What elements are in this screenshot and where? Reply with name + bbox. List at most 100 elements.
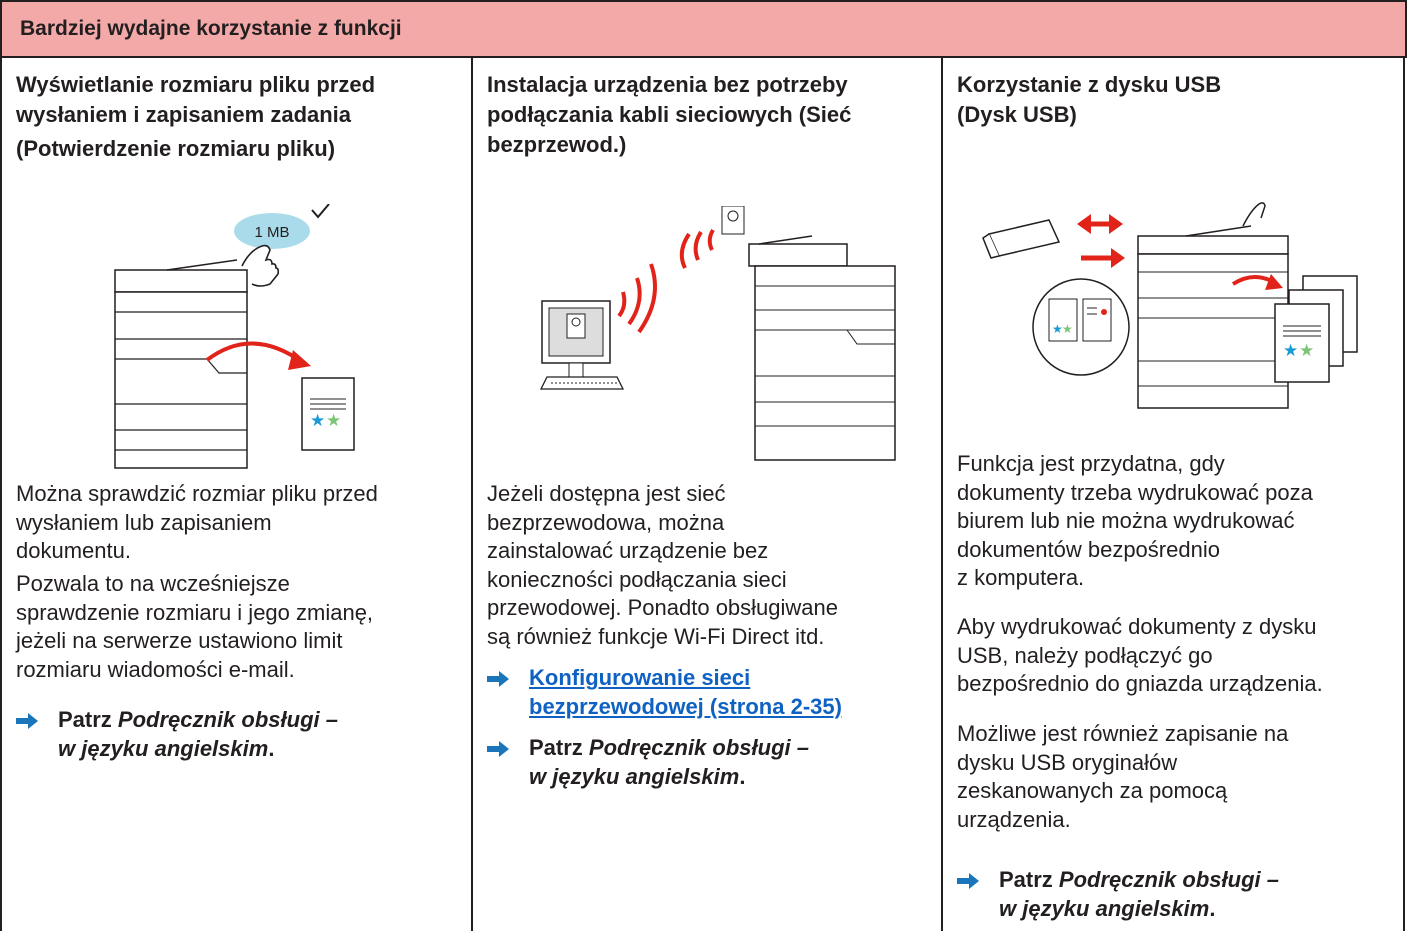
column-title: Instalacja urządzenia bez potrzeby podłą… [487,70,851,160]
star-icon: ★ [310,411,325,431]
title-line: (Dysk USB) [957,102,1077,127]
column-usb: Korzystanie z dysku USB (Dysk USB) ★ ★ [943,58,1405,931]
text-line: bezprzewodowa, można [487,509,725,535]
dot [1101,309,1107,315]
ref-manual-title: w języku angielskim [999,895,1210,921]
hand-icon [1242,202,1266,227]
arrow-right-icon [487,741,509,757]
text-line: USB, należy podłączyć go [957,642,1213,668]
hand-icon [241,244,280,287]
text-line: Pozwala to na wcześniejsze [16,571,290,596]
printer-feeder [114,269,248,293]
wifi-wave [679,232,691,269]
ref-prefix: Patrz [529,735,589,760]
column-title: Korzystanie z dysku USB (Dysk USB) [957,70,1221,130]
text-line: Możliwe jest również zapisanie na [957,721,1289,746]
printer-body [114,291,248,469]
column-divider [471,58,473,931]
text-line: dokumentów bezpośrednio [957,536,1220,562]
ref-prefix: Patrz [999,867,1059,892]
printer-line [206,358,247,374]
arrow-head [1265,274,1283,290]
text-line: przewodowej. Ponadto obsługiwane [487,595,839,620]
text-line: urządzenia. [957,806,1071,832]
wifi-wave [617,291,627,318]
printer-body [754,265,896,461]
text-line: konieczności podłączania sieci [487,566,787,592]
check-icon [311,204,330,219]
usb-illustration: ★ ★ ★ ★ [982,202,1358,409]
printer-line [846,329,895,345]
wifi-wave [637,263,657,334]
arrow-head [1109,214,1123,234]
text-line: rozmiaru wiadomości e-mail. [16,656,295,682]
title-line: podłączania kabli sieciowych (Sieć [487,102,852,127]
ref-manual-title: Podręcznik obsługi – [588,735,809,760]
text-line: są również funkcje Wi-Fi Direct itd. [487,623,825,649]
ref-manual-title: Podręcznik obsługi – [117,707,338,732]
keyboard-icon [539,376,625,390]
title-line: Wyświetlanie rozmiaru pliku przed [16,72,376,97]
text-line: dokumenty trzeba wydrukować poza [957,479,1313,505]
column-file-size: Wyświetlanie rozmiaru pliku przed wysłan… [2,58,471,931]
feeder-tray [758,235,813,245]
document-icon [301,377,355,451]
arrow-head [1077,214,1091,234]
star-icon: ★ [326,411,341,431]
wireless-illustration [539,206,896,461]
wireless-config-link[interactable]: Konfigurowanie sieci [529,665,751,690]
star-icon: ★ [1283,341,1298,361]
monitor-stand [568,362,584,378]
section-title: Bardziej wydajne korzystanie z funkcji [20,17,402,40]
feeder-tray [166,259,238,271]
ref-manual-title: w języku angielskim [529,763,740,789]
text-line: zainstalować urządzenie bez [487,538,769,563]
wifi-wave [707,228,715,251]
paragraph: Pozwala to na wcześniejsze sprawdzenie r… [16,570,373,684]
paragraph: Możliwe jest również zapisanie na dysku … [957,720,1288,834]
text-line: Funkcja jest przydatna, gdy [957,451,1225,476]
pie-icon [727,210,739,222]
text-line: dysku USB oryginałów [957,749,1178,775]
reference-text: Patrz Podręcznik obsługi – w języku angi… [58,706,338,763]
text-line: wysłaniem lub zapisaniem [16,509,272,535]
pie-icon [571,317,581,327]
reference-text: Konfigurowanie sieci bezprzewodowej (str… [529,664,842,721]
output-arrow [205,341,304,364]
column-divider [941,58,943,931]
text-line: biurem lub nie można wydrukować [957,508,1295,533]
column-subtitle: (Potwierdzenie rozmiaru pliku) [16,136,336,161]
documents-circle [1032,278,1130,376]
feeder-tray [1185,225,1252,237]
printer-feeder [748,243,848,267]
text-line: Można sprawdzić rozmiar pliku przed [16,481,378,506]
wireless-config-link[interactable]: bezprzewodowej (strona 2-35) [529,693,842,719]
document-icon [721,206,745,235]
reference-text: Patrz Podręcznik obsługi – w języku angi… [529,734,809,791]
text-line: Jeżeli dostępna jest sieć [487,481,726,506]
text-line: bezpośrednio do gniazda urządzenia. [957,671,1323,696]
document-icon [1082,298,1112,342]
ref-manual-title: Podręcznik obsługi – [1058,867,1279,892]
wifi-wave [693,230,703,261]
text-line: dokumentu. [16,538,131,563]
star-icon: ★ [1052,322,1063,336]
arrow-right-icon [487,671,509,687]
ref-end: . [739,763,746,789]
paragraph: Funkcja jest przydatna, gdy dokumenty tr… [957,450,1313,593]
star-icon: ★ [1299,341,1314,361]
text-line: jeżeli na serwerze ustawiono limit [16,628,343,653]
ref-end: . [268,735,275,761]
usb-drive-icon [987,219,1061,257]
arrow-head [1111,248,1125,268]
document-icon [1274,303,1330,383]
title-line: bezprzewod.) [487,132,627,157]
section-header: Bardziej wydajne korzystanie z funkcji [0,0,1407,58]
file-size-bubble [234,213,310,249]
title-line: Korzystanie z dysku USB [957,72,1222,97]
text-line: zeskanowanych za pomocą [957,778,1228,803]
arrow-head [288,350,311,370]
paragraph: Można sprawdzić rozmiar pliku przed wysł… [16,480,378,566]
star-icon: ★ [1062,322,1073,336]
